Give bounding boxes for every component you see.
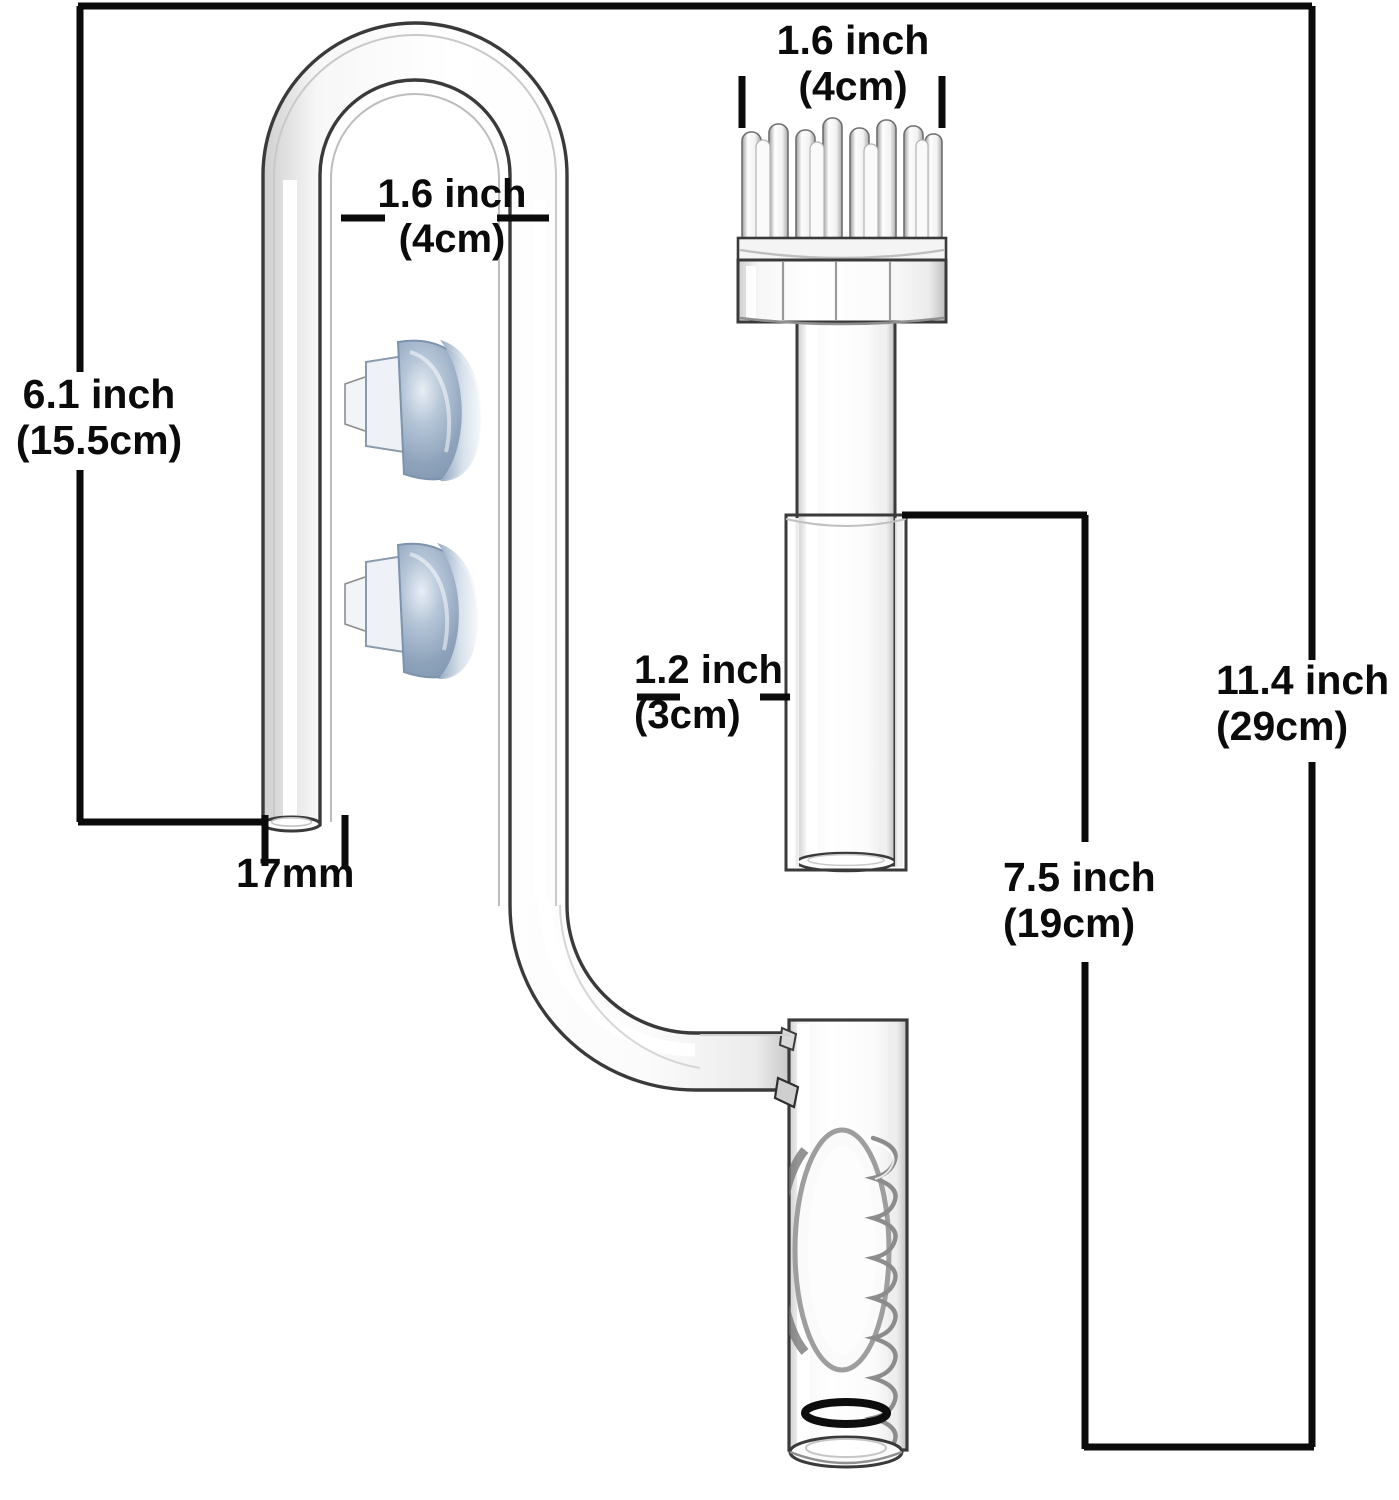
comb-strainer (736, 117, 948, 326)
dimension-label-u-bend-width: 1.6 inch (4cm) (377, 172, 527, 261)
dimension-label-overall-height: 11.4 inch (29cm) (1216, 657, 1390, 749)
u-bend-tube (261, 21, 802, 1092)
dimension-label-strainer-width: 1.6 inch (4cm) (776, 17, 930, 109)
dimension-label-lower-length: 7.5 inch (19cm) (1003, 854, 1156, 946)
base-disc (788, 1435, 904, 1469)
dimension-label-tube-diameter: 17mm (236, 850, 355, 896)
outer-sleeve-tube (784, 513, 908, 872)
o-ring (801, 1398, 891, 1428)
suction-cup-upper (344, 339, 483, 482)
inner-riser-tube (795, 298, 897, 873)
spiral-coil (864, 1135, 898, 1461)
suction-cup-lower (344, 542, 479, 680)
dimension-label-left-height: 6.1 inch (15.5cm) (15, 371, 183, 463)
elbow-joint (700, 1026, 800, 1109)
strainer-width-ticks (738, 76, 946, 128)
dimension-label-sleeve-width: 1.2 inch (3cm) (634, 648, 783, 737)
oval-intake-window (789, 1127, 892, 1373)
